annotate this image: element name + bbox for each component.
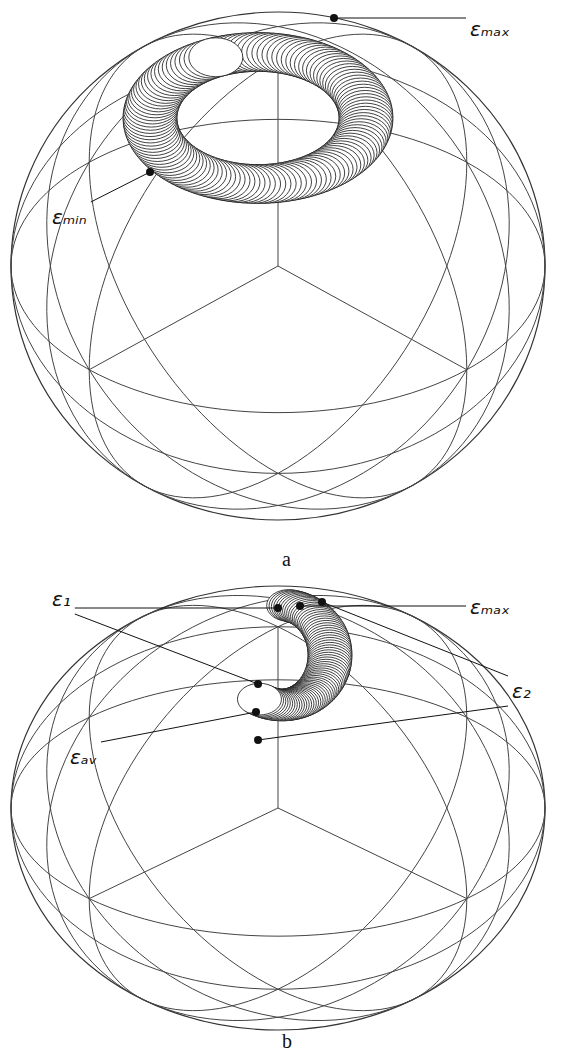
sphere <box>11 586 545 1030</box>
panel-letter: a <box>282 548 291 570</box>
great-circle <box>47 596 509 1021</box>
great-circle <box>89 605 467 1010</box>
sphere <box>11 12 545 520</box>
sphere-outline <box>11 12 545 520</box>
strain-tube <box>123 33 393 204</box>
leader-line <box>91 172 150 202</box>
great-circle <box>11 627 545 990</box>
strain-label: εₘₐₓ <box>470 596 510 618</box>
point-marker <box>146 168 154 176</box>
point-marker <box>274 604 282 612</box>
strain-label: εₘₐₓ <box>470 18 510 40</box>
axis-line <box>278 266 467 370</box>
leader-line <box>101 712 256 742</box>
point-marker <box>318 598 326 606</box>
point-marker <box>254 736 262 744</box>
great-circle <box>47 596 509 1021</box>
axis-line <box>278 808 467 899</box>
great-circle <box>11 59 545 474</box>
axis-line <box>89 266 278 370</box>
strain-label: εₐᵥ <box>70 746 97 768</box>
leader-line <box>75 614 258 684</box>
leader-line <box>258 706 508 740</box>
strain-label: ε₁ <box>52 588 71 610</box>
axis-line <box>89 808 278 899</box>
point-marker <box>252 708 260 716</box>
leader-line <box>75 608 278 609</box>
leader-line <box>334 18 466 19</box>
strain-tube <box>237 590 352 721</box>
leader-line <box>300 606 466 607</box>
leader-lines <box>75 14 508 744</box>
great-circle <box>47 23 509 509</box>
great-circle <box>89 605 467 1010</box>
sphere-outline <box>11 586 545 1030</box>
strain-label: εₘᵢₙ <box>52 206 87 228</box>
point-marker <box>254 680 262 688</box>
great-circle <box>89 34 467 498</box>
tube-section <box>189 38 243 77</box>
axis-line <box>278 59 279 266</box>
point-marker <box>330 14 338 22</box>
great-circle <box>89 34 467 498</box>
panel-letter: b <box>282 1030 292 1052</box>
point-marker <box>296 602 304 610</box>
strain-label: ε₂ <box>512 680 531 702</box>
great-circle <box>47 23 509 509</box>
